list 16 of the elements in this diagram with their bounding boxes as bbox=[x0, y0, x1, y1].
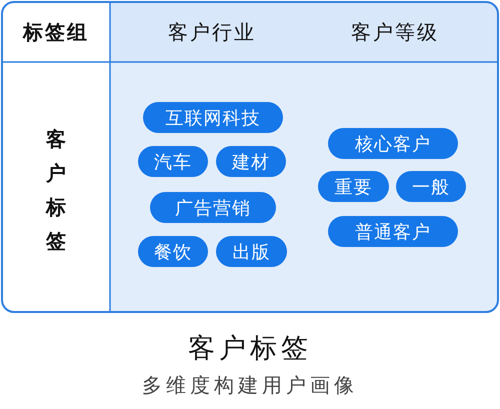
tag-pill: 汽车 bbox=[138, 146, 208, 177]
header-text: 客户标签 bbox=[44, 126, 75, 255]
tag-pill: 广告营销 bbox=[150, 192, 276, 223]
caption: 多维度构建用户画像 bbox=[141, 372, 359, 399]
tag-pill: 建材 bbox=[216, 146, 286, 177]
tag-pill: 餐饮 bbox=[138, 236, 208, 267]
header-text: 标签组 bbox=[23, 18, 89, 46]
header-text: 客户等级 bbox=[351, 18, 439, 46]
tag-pill: 一般 bbox=[396, 171, 466, 202]
title: 客户标签 bbox=[187, 332, 313, 366]
tag-pill: 出版 bbox=[216, 236, 287, 267]
header-text: 客户行业 bbox=[168, 18, 256, 46]
tag-pill: 互联网科技 bbox=[143, 102, 283, 133]
tag-pill: 普通客户 bbox=[328, 216, 458, 247]
tag-pill: 核心客户 bbox=[328, 128, 458, 159]
tag-pill: 重要 bbox=[318, 171, 389, 202]
